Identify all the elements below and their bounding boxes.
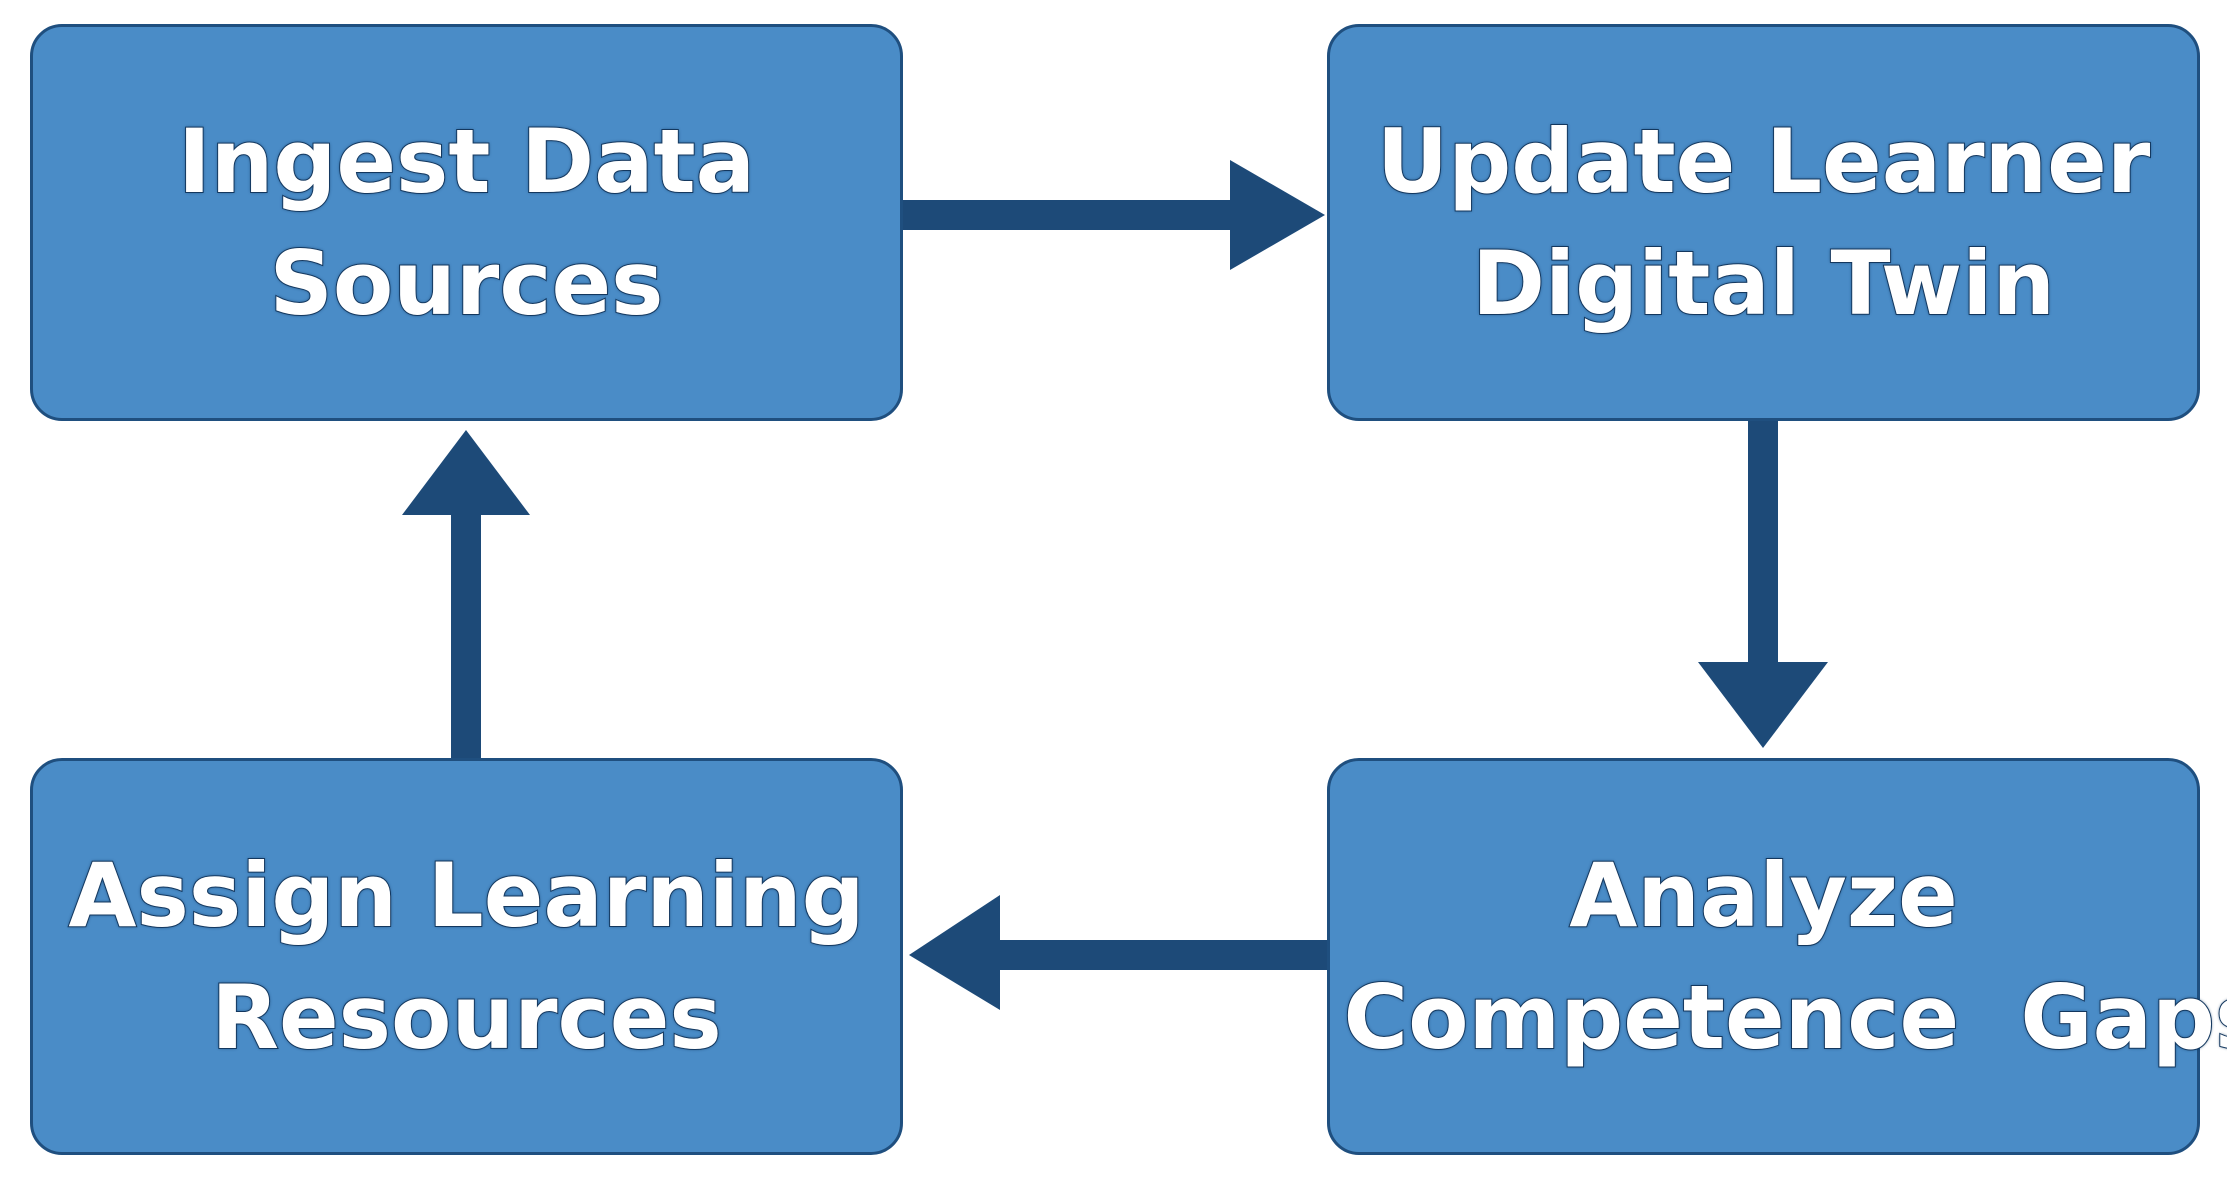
step-label-line: Resources (210, 965, 723, 1070)
step-label: Analyze Competence Gaps (1343, 835, 2227, 1079)
arrow-assign-to-ingest (402, 430, 530, 758)
step-label-line: Update Learner (1376, 109, 2151, 214)
step-label-line: Sources (268, 231, 664, 336)
step-label: Ingest Data Sources (177, 101, 756, 345)
step-ingest-data-sources: Ingest Data Sources (30, 24, 903, 421)
step-label-line: Digital Twin (1471, 231, 2056, 336)
step-label: Update Learner Digital Twin (1376, 101, 2151, 345)
step-analyze-competence-gaps: Analyze Competence Gaps (1327, 758, 2227, 1155)
step-label-line: Competence Gaps (1343, 965, 2227, 1070)
step-label-line: Ingest Data (177, 109, 756, 214)
arrow-analyze-to-assign (909, 895, 1327, 1010)
step-label: Assign Learning Resources (67, 835, 865, 1079)
arrow-update-to-analyze (1698, 421, 1828, 748)
arrow-ingest-to-update (903, 160, 1325, 270)
step-label-line: Assign Learning (67, 843, 865, 948)
step-update-learner-digital-twin: Update Learner Digital Twin (1327, 24, 2200, 421)
step-label-line: Analyze (1568, 843, 1959, 948)
step-assign-learning-resources: Assign Learning Resources (30, 758, 903, 1155)
